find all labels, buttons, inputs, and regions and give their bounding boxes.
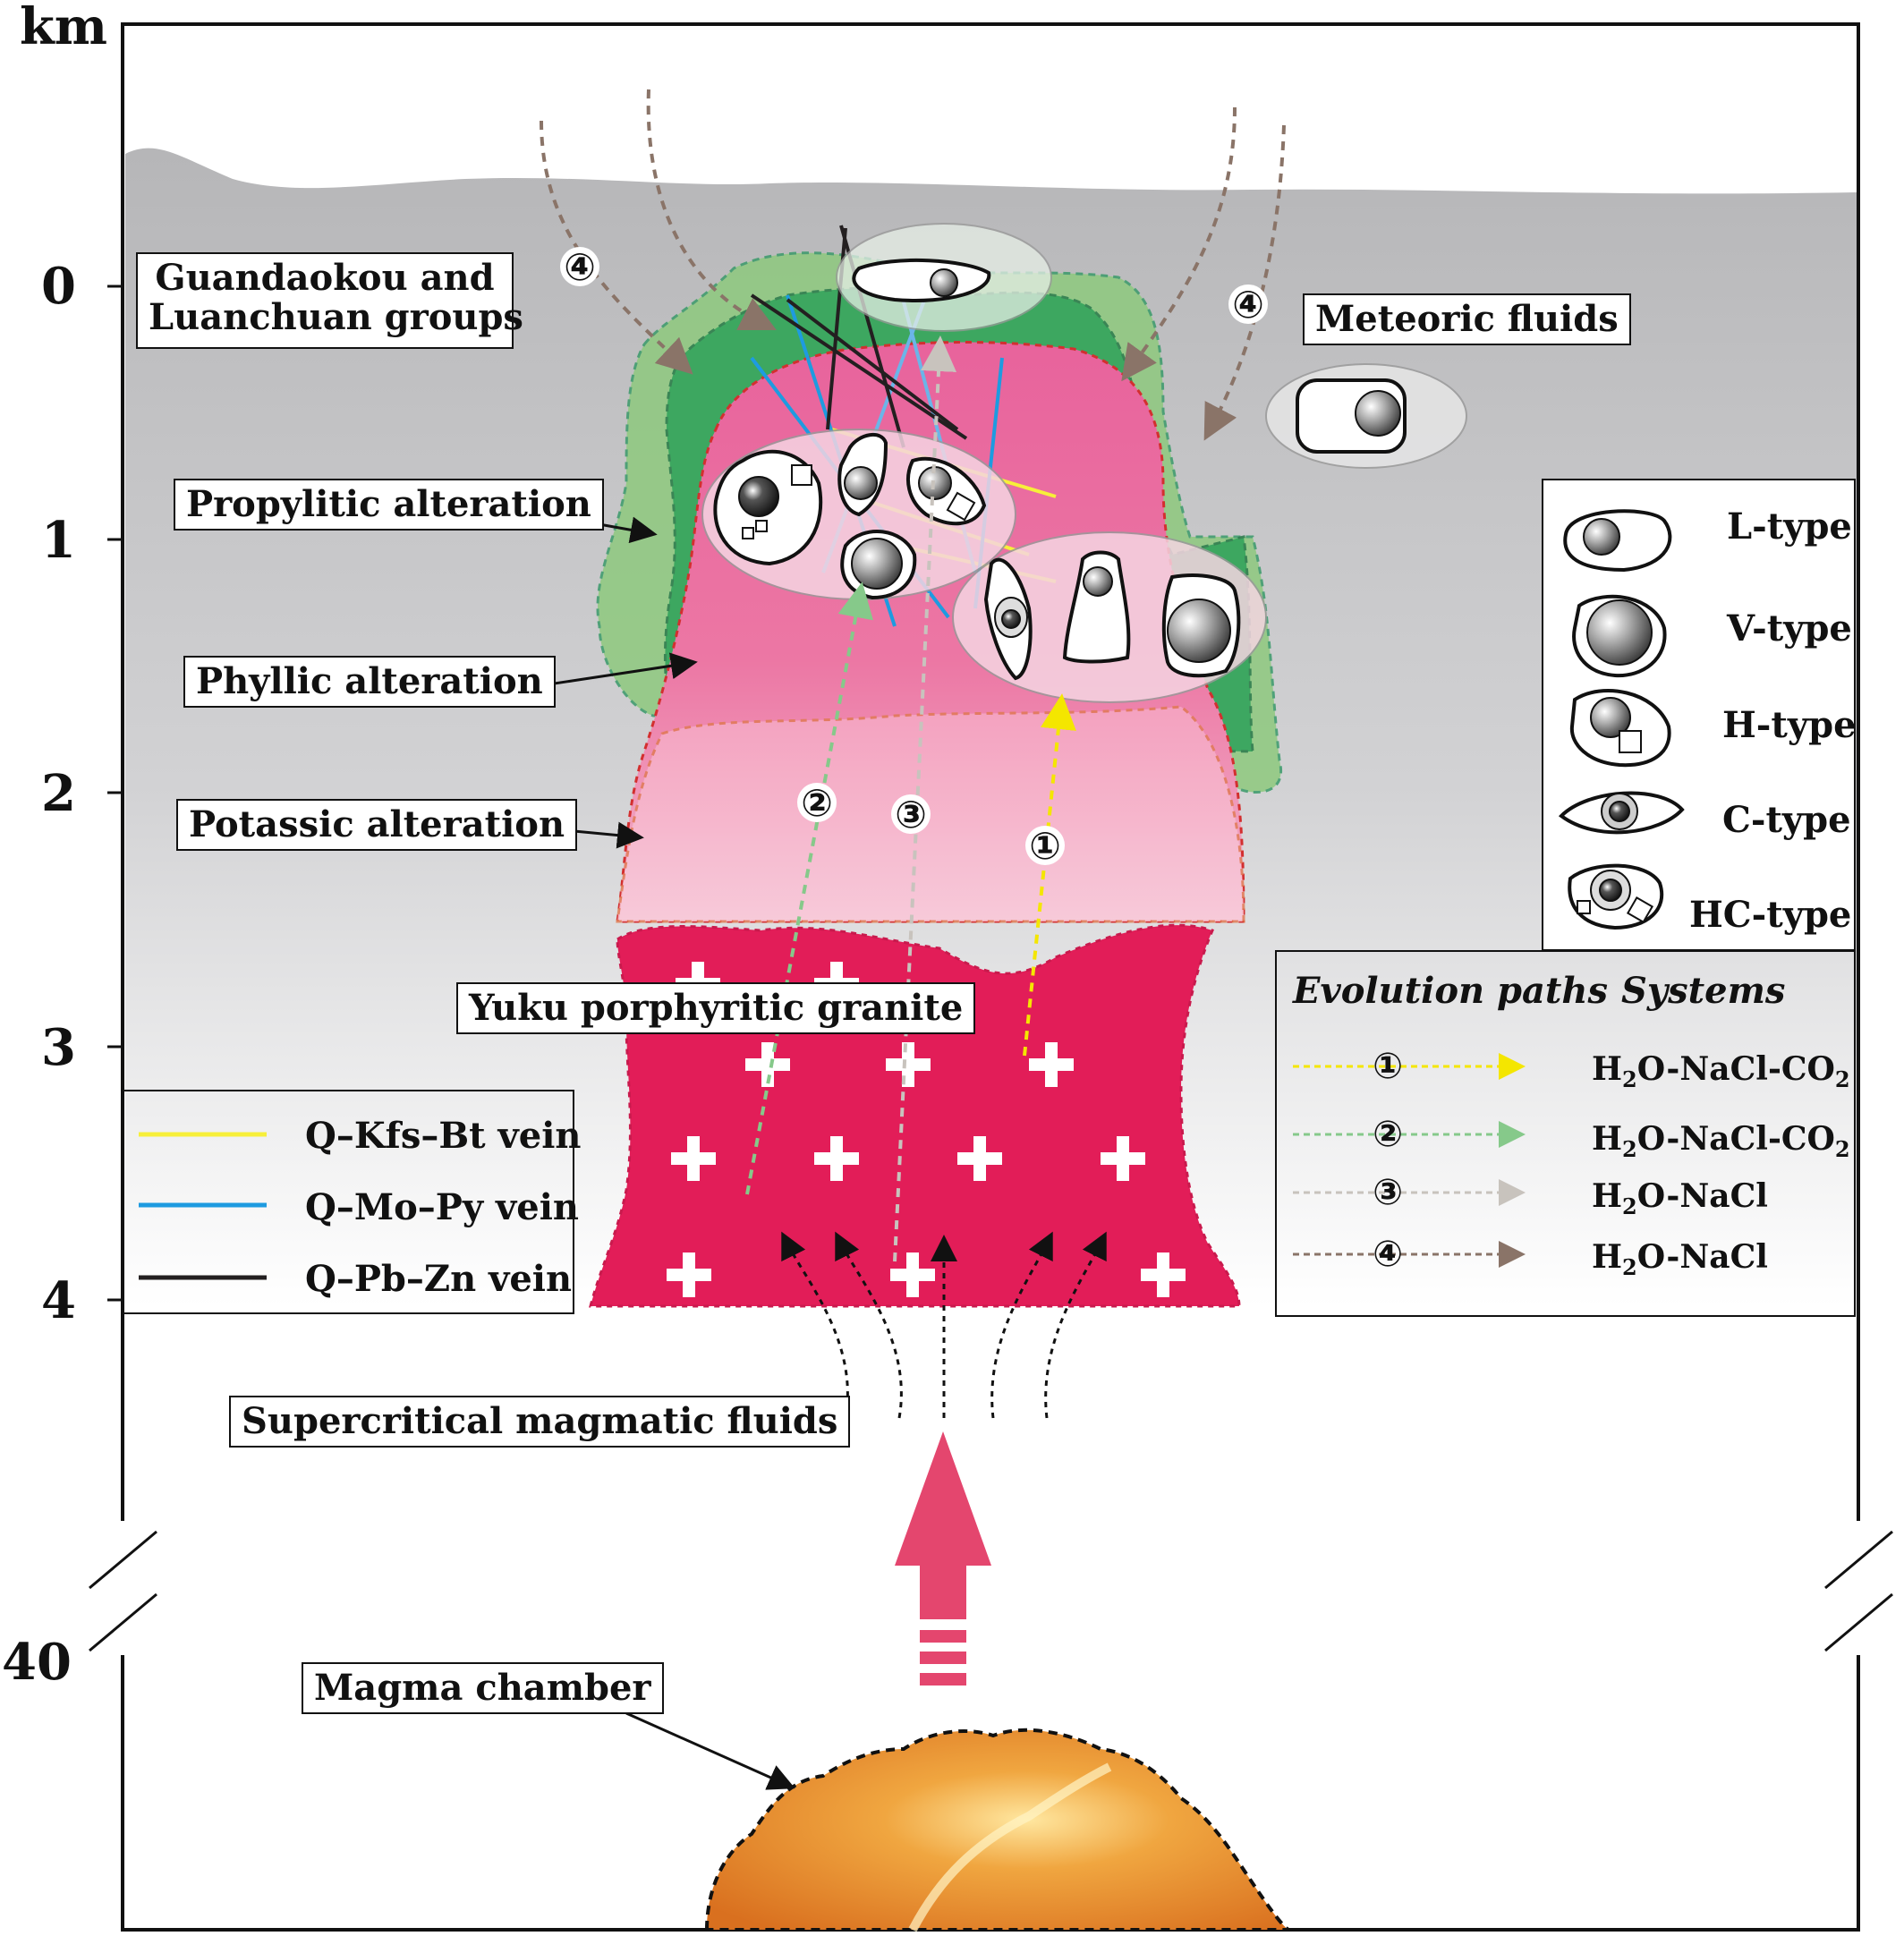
axis-break-right xyxy=(1824,1521,1893,1655)
depth-0: 0 xyxy=(41,257,76,316)
legend-hc-type: HC-type xyxy=(1689,894,1852,936)
propylitic-label: Propylitic alteration xyxy=(174,479,604,531)
svg-text:②: ② xyxy=(1373,1114,1403,1155)
legend-v-type: V-type xyxy=(1727,607,1852,650)
meteoric-fluids-label: Meteoric fluids xyxy=(1303,293,1631,345)
axis-unit: km xyxy=(20,0,108,56)
depth-4: 4 xyxy=(41,1271,76,1330)
marker-4b: ④ xyxy=(1232,283,1264,327)
granite-label: Yuku porphyritic granite xyxy=(456,982,976,1034)
svg-text:③: ③ xyxy=(1373,1172,1403,1213)
svg-text:④: ④ xyxy=(1373,1234,1403,1275)
vein-label-mo: Q–Mo–Py vein xyxy=(305,1186,580,1228)
host-rocks-label: Guandaokou and Luanchuan groups xyxy=(136,252,523,349)
legend-c-type: C-type xyxy=(1722,799,1851,841)
evolution-legend-markers: ① ② ③ ④ xyxy=(1373,1046,1403,1275)
evolution-legend-lines xyxy=(1293,1053,1526,1268)
plus-sign xyxy=(830,1136,843,1181)
depth-2: 2 xyxy=(41,764,76,823)
depth-3: 3 xyxy=(41,1018,76,1077)
inclusion-legend-icons xyxy=(1558,509,1685,930)
marker-4a: ④ xyxy=(564,245,596,289)
svg-text:①: ① xyxy=(1373,1046,1403,1087)
evolution-system-1: H2O-NaCl-CO2 xyxy=(1592,1050,1850,1093)
magma-chamber-label: Magma chamber xyxy=(302,1662,664,1714)
inclusion-legend: L-type V-type H-type C-type HC-type xyxy=(1542,479,1857,951)
vein-label-pbzn: Q–Pb–Zn vein xyxy=(305,1258,573,1300)
phyllic-label: Phyllic alteration xyxy=(183,656,556,708)
plus-sign xyxy=(1157,1252,1169,1297)
marker-2: ② xyxy=(801,781,833,825)
evolution-header-systems: Systems xyxy=(1621,970,1786,1012)
plus-sign xyxy=(906,1252,919,1297)
supercritical-fluid-arrows xyxy=(781,1231,1107,1419)
magma-veins xyxy=(908,1762,1112,1932)
inclusions xyxy=(713,258,1407,681)
supercritical-label: Supercritical magmatic fluids xyxy=(229,1396,851,1448)
plus-sign xyxy=(1045,1042,1058,1087)
marker-3: ③ xyxy=(895,793,927,836)
evolution-system-2: H2O-NaCl-CO2 xyxy=(1592,1120,1850,1163)
plus-sign xyxy=(687,1136,700,1181)
vein-legend: Q–Kfs–Bt vein Q–Mo–Py vein Q–Pb–Zn vein xyxy=(123,1090,582,1314)
vein-label-kfs: Q–Kfs–Bt vein xyxy=(305,1115,582,1157)
plus-sign xyxy=(973,1136,986,1181)
depth-1: 1 xyxy=(41,511,76,570)
evolution-system-4: H2O-NaCl xyxy=(1592,1238,1768,1281)
evolution-system-3: H2O-NaCl xyxy=(1592,1177,1768,1220)
marker-1: ① xyxy=(1029,824,1061,868)
evolution-legend: Evolution paths Systems H2O-NaCl-CO2 H2O… xyxy=(1275,950,1856,1317)
path-markers: ① ② ③ ④ ④ xyxy=(560,245,1268,868)
plus-sign xyxy=(1117,1136,1129,1181)
depth-ticks xyxy=(107,284,123,1302)
axis-break-left xyxy=(89,1521,157,1655)
vein-legend-swatches xyxy=(139,1132,267,1280)
magma-ascent-arrow xyxy=(895,1431,991,1686)
plus-sign xyxy=(683,1252,695,1297)
evolution-header-paths: Evolution paths xyxy=(1293,970,1609,1012)
legend-l-type: L-type xyxy=(1727,505,1852,548)
depth-40: 40 xyxy=(2,1633,72,1692)
potassic-label: Potassic alteration xyxy=(176,799,578,851)
legend-h-type: H-type xyxy=(1722,704,1857,746)
